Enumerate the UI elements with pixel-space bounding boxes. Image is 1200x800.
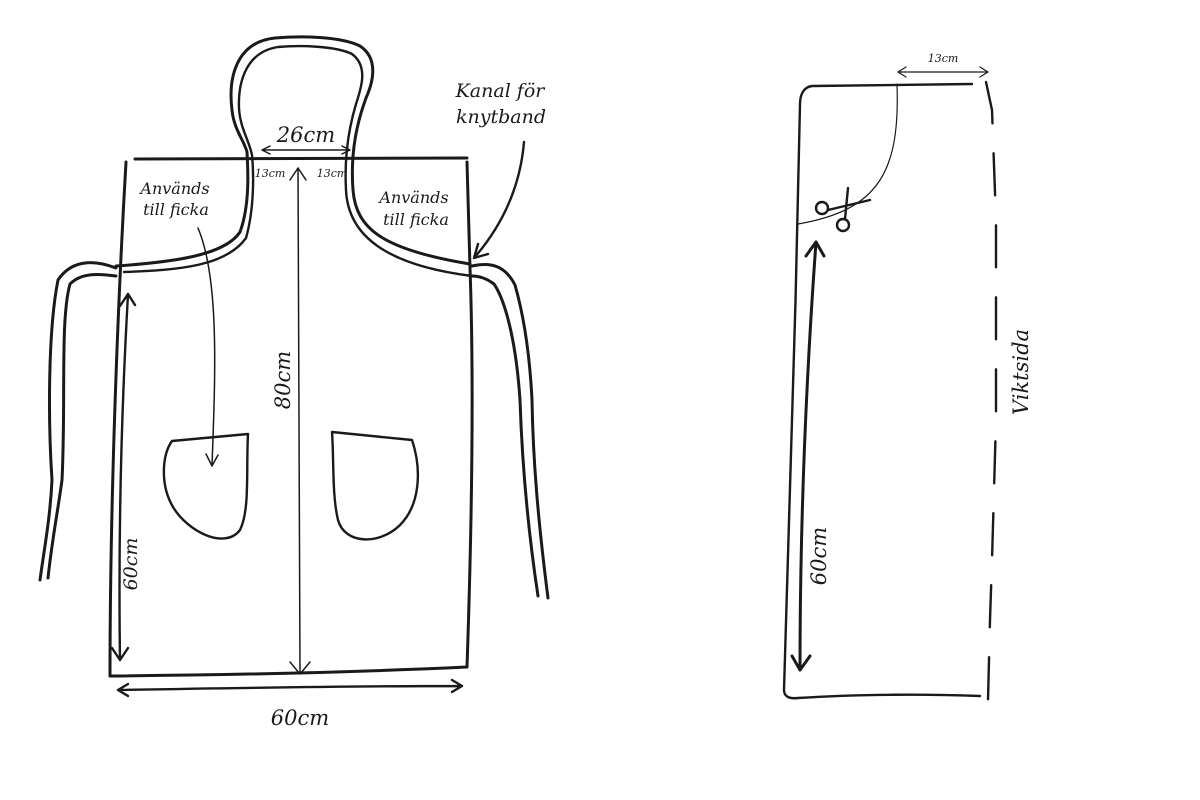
half-width-left-label: 13cm — [255, 167, 286, 180]
pattern-length-label: 60cm — [807, 527, 831, 585]
side-length-dimension-arrow — [110, 292, 137, 662]
pattern-piece-drawing: 13cm Viktsida 60cm — [782, 52, 1033, 702]
length-label: 80cm — [271, 351, 295, 409]
apron-body-bottom — [108, 665, 469, 678]
apron-top-cut-line — [133, 156, 469, 161]
apron-body-left-side — [108, 160, 128, 678]
fold-label: Viktsida — [1009, 329, 1033, 415]
top-offset-dimension-arrow — [897, 66, 989, 78]
side-length-label: 60cm — [120, 538, 142, 591]
apron-drawing: 26cm 13cm 13cm Används till ficka Använd… — [38, 35, 550, 730]
neck-width-arrow — [261, 145, 351, 155]
pattern-piece-outline — [782, 82, 982, 700]
neck-width-label: 26cm — [276, 123, 335, 147]
pocket-note-arrow — [197, 227, 219, 467]
channel-note-arrow — [472, 140, 526, 260]
neck-strap-outer — [114, 35, 472, 268]
top-offset-label: 13cm — [928, 52, 959, 65]
bottom-width-label: 60cm — [271, 706, 329, 730]
channel-note-line2: knytband — [456, 106, 546, 128]
scissors-icon — [814, 186, 872, 233]
length-dimension-arrow — [289, 167, 311, 675]
pocket-note-left-line1: Används — [138, 179, 209, 198]
pocket-note-left-line2: till ficka — [143, 200, 209, 219]
fold-line — [984, 80, 998, 702]
left-pocket — [162, 432, 250, 540]
pattern-length-dimension-arrow — [790, 240, 826, 672]
bottom-width-dimension-arrow — [116, 678, 464, 698]
left-waist-tie — [38, 261, 118, 582]
channel-note-line1: Kanal för — [455, 80, 547, 102]
half-width-right-label: 13cm — [317, 167, 348, 180]
apron-right-armhole-top — [465, 160, 472, 270]
apron-body-right-side — [465, 266, 474, 669]
right-waist-tie — [470, 262, 550, 600]
neck-curve-cut-line — [797, 83, 898, 225]
right-pocket — [330, 430, 420, 541]
neck-strap-inner — [122, 44, 474, 278]
pocket-note-right-line1: Används — [377, 188, 448, 207]
pocket-note-right-line2: till ficka — [383, 210, 449, 229]
